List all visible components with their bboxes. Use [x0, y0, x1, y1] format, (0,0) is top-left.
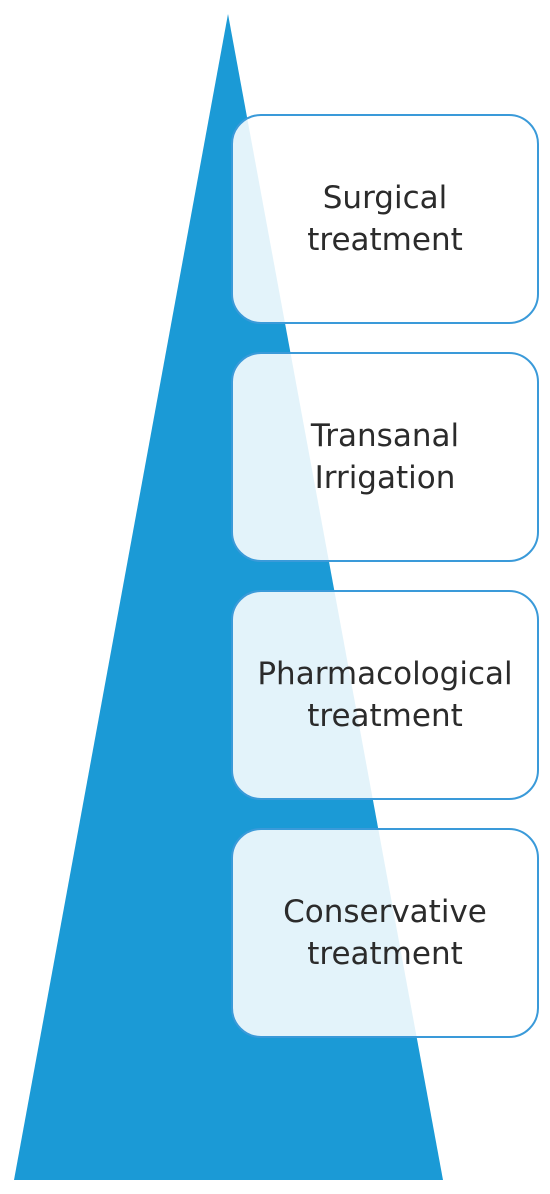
tier-box-transanal-irrigation: Transanal Irrigation	[231, 352, 539, 562]
tier-box-conservative: Conservative treatment	[231, 828, 539, 1038]
tier-label: Conservative treatment	[283, 893, 487, 972]
tier-label: Surgical treatment	[307, 179, 463, 258]
tier-box-pharmacological: Pharmacological treatment	[231, 590, 539, 800]
tier-box-surgical: Surgical treatment	[231, 114, 539, 324]
tier-label: Transanal Irrigation	[310, 417, 460, 496]
tier-label: Pharmacological treatment	[257, 655, 513, 734]
